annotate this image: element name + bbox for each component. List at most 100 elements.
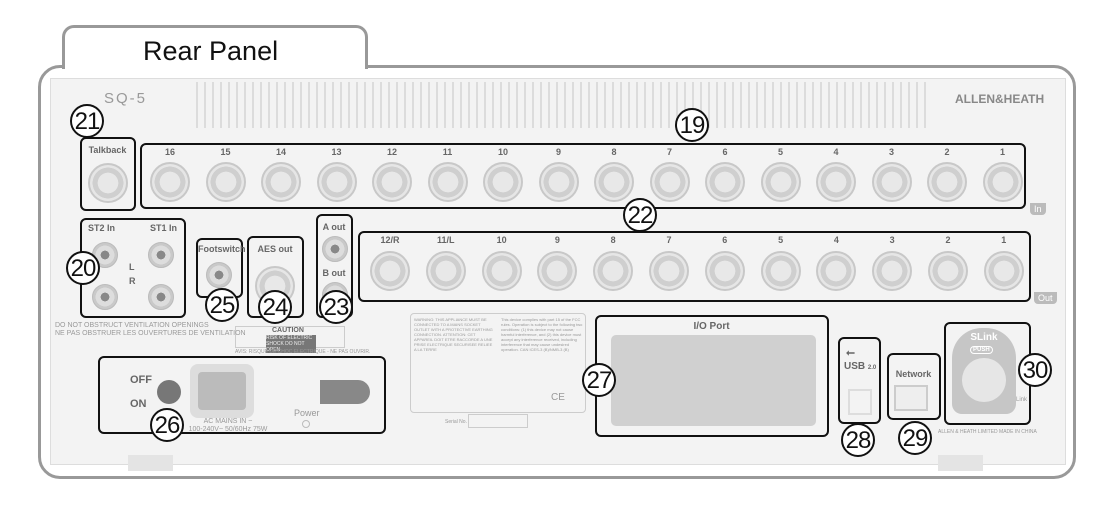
output-xlr-socket[interactable] [649, 251, 689, 291]
input-xlr-socket[interactable] [760, 162, 801, 202]
output-xlr-socket[interactable] [760, 251, 801, 291]
st2-right-jack[interactable] [92, 284, 118, 310]
st1-left-jack[interactable] [148, 242, 174, 268]
output-xlr-socket[interactable] [481, 251, 522, 291]
output-xlr-socket[interactable] [537, 251, 578, 291]
network-label: Network [895, 369, 932, 379]
input-xlr-socket[interactable] [205, 162, 246, 202]
power-group: OFF ON AC MAINS IN ~100-240V~ 50/60Hz 75… [98, 356, 386, 434]
talkback-xlr-socket[interactable] [88, 163, 128, 203]
usb-icon: ⭠ [846, 347, 855, 359]
st1-label: ST1 In [150, 223, 178, 233]
input-label: 11 [442, 147, 453, 157]
io-port-label: I/O Port [693, 321, 730, 332]
input-label: 7 [666, 147, 672, 157]
power-switch[interactable] [157, 380, 181, 404]
link-led-label: Link [1016, 397, 1028, 403]
ventilation-grille [190, 82, 930, 128]
a-out-jack[interactable] [322, 236, 348, 262]
input-xlr-socket[interactable] [871, 162, 912, 202]
stereo-inputs-group: ST2 In ST1 In L R [80, 218, 186, 318]
callout-23: 23 [319, 290, 353, 324]
output-label: 8 [610, 235, 616, 245]
input-xlr-socket[interactable] [594, 162, 634, 202]
input-xlr-socket[interactable] [816, 162, 856, 202]
callout-25: 25 [205, 288, 239, 322]
output-label: 11/L [437, 235, 455, 245]
output-xlr-socket[interactable] [928, 251, 968, 291]
callout-28: 28 [841, 423, 875, 457]
input-xlr-socket[interactable] [649, 162, 690, 202]
output-label: 9 [554, 235, 560, 245]
talkback-group: Talkback [80, 137, 136, 211]
input-label: 10 [497, 147, 508, 157]
usb-b-port[interactable] [848, 389, 872, 415]
input-xlr-socket[interactable] [150, 162, 190, 202]
input-label: 2 [944, 147, 950, 157]
input-label: 9 [555, 147, 561, 157]
output-label: 12/R [380, 235, 400, 245]
mains-label: AC MAINS IN ~100-240V~ 50/60Hz 75W [188, 418, 268, 434]
usb-text: USB [844, 361, 866, 372]
input-xlr-socket[interactable] [427, 162, 468, 202]
input-label: 5 [777, 147, 783, 157]
vent-fr: NE PAS OBSTRUER LES OUVERTURES DE VENTIL… [55, 330, 246, 337]
network-rj45-port[interactable] [894, 385, 928, 411]
caution-label: CAUTION RISK OF ELECTRIC SHOCK DO NOT OP… [235, 326, 345, 353]
output-label: 5 [778, 235, 784, 245]
slink-group: SLink PUSH Link [944, 322, 1031, 425]
talkback-label: Talkback [88, 145, 127, 155]
input-label: 6 [722, 147, 728, 157]
a-out-label: A out [322, 222, 346, 232]
usb-label: USB 2.0 [844, 361, 876, 372]
push-tab[interactable]: PUSH [970, 346, 993, 354]
output-xlr-socket[interactable] [370, 251, 410, 291]
right-foot [938, 455, 983, 471]
output-xlr-socket[interactable] [983, 251, 1024, 291]
tab-title: Rear Panel [143, 36, 279, 66]
in-tag: In [1030, 203, 1046, 215]
callout-30: 30 [1018, 353, 1052, 387]
input-xlr-socket[interactable] [538, 162, 579, 202]
output-label: 4 [833, 235, 839, 245]
output-xlr-socket[interactable] [704, 251, 745, 291]
serial-label: Serial No. [445, 419, 467, 425]
footswitch-jack[interactable] [206, 262, 232, 288]
input-xlr-socket[interactable] [705, 162, 745, 202]
rear-panel-tab: Rear Panel [62, 25, 368, 69]
output-xlr-socket[interactable] [872, 251, 913, 291]
output-label: 6 [722, 235, 728, 245]
input-xlr-socket[interactable] [483, 162, 523, 202]
st1-right-jack[interactable] [148, 284, 174, 310]
input-xlr-socket[interactable] [261, 162, 301, 202]
output-label: 2 [945, 235, 951, 245]
out-tag: Out [1034, 292, 1057, 304]
mains-text: AC MAINS IN ~ [203, 418, 253, 425]
power-led-label: Power [294, 408, 320, 418]
callout-29: 29 [898, 421, 932, 455]
input-xlr-socket[interactable] [316, 162, 357, 202]
output-label: 7 [666, 235, 672, 245]
cable-clamp [320, 380, 370, 404]
mains-warning-text: WARNING: THIS APPLIANCE MUST BE CONNECTE… [414, 317, 493, 352]
output-label: 10 [496, 235, 507, 245]
input-xlr-socket[interactable] [927, 162, 967, 202]
callout-20: 20 [66, 251, 100, 285]
slink-ethercon[interactable]: SLink PUSH [952, 328, 1016, 414]
input-xlr-socket[interactable] [982, 162, 1023, 202]
output-xlr-socket[interactable] [425, 251, 466, 291]
callout-26: 26 [150, 408, 184, 442]
input-xlr-socket[interactable] [372, 162, 412, 202]
iec-mains-inlet[interactable] [190, 364, 254, 418]
callout-24: 24 [258, 290, 292, 324]
b-out-label: B out [322, 268, 346, 278]
slink-rj45[interactable] [962, 358, 1006, 402]
output-xlr-socket[interactable] [816, 251, 857, 291]
network-group: Network [887, 353, 941, 420]
output-xlr-socket[interactable] [593, 251, 634, 291]
ce-mark: CE [551, 392, 565, 403]
io-port-slot[interactable] [611, 335, 816, 426]
